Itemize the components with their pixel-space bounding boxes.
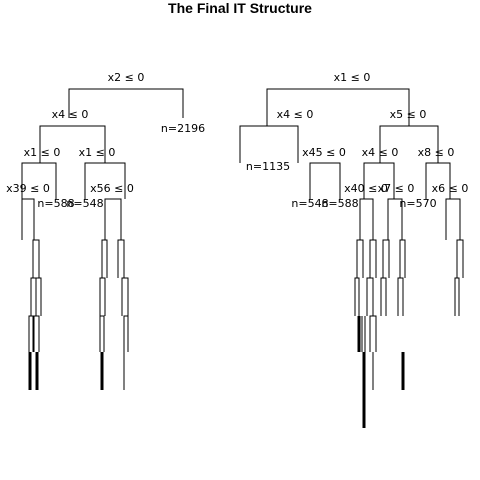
- left-deep-a3: [28, 315, 40, 352]
- right-leaf-n548: n=548: [291, 197, 328, 210]
- right-leaf-n570: n=570: [399, 197, 436, 210]
- left-x1b-branch: [84, 162, 126, 199]
- left-tree: [21, 88, 184, 390]
- right-thick-leaves: [357, 316, 405, 428]
- right-split-x1: x1 ≤ 0: [334, 71, 371, 84]
- right-split-x4b: x4 ≤ 0: [362, 146, 399, 159]
- left-split-x1b: x1 ≤ 0: [79, 146, 116, 159]
- right-x6-branch: [445, 198, 461, 240]
- left-split-x39: x39 ≤ 0: [6, 182, 50, 195]
- left-split-x4: x4 ≤ 0: [52, 108, 89, 121]
- left-deep-a1: [32, 239, 40, 278]
- right-x7-branch: [387, 198, 403, 240]
- right-x5-branch: [379, 125, 439, 163]
- left-deep-b3: [99, 315, 105, 352]
- left-leaf-n2196: n=2196: [161, 122, 205, 135]
- left-leaf-n588: n=588: [37, 197, 74, 210]
- left-split-x1a: x1 ≤ 0: [24, 146, 61, 159]
- left-root-branch: [68, 88, 184, 118]
- right-split-x6: x6 ≤ 0: [432, 182, 469, 195]
- right-split-x4: x4 ≤ 0: [277, 108, 314, 121]
- left-x1a-branch: [21, 162, 57, 199]
- diagram-title: The Final IT Structure: [168, 0, 312, 16]
- left-leaf-n548: n=548: [66, 197, 103, 210]
- left-split-x2: x2 ≤ 0: [108, 71, 145, 84]
- right-deep-c: [380, 239, 390, 316]
- left-thick-leaves: [28, 352, 104, 390]
- right-deep-e: [454, 239, 464, 316]
- right-tree: [239, 88, 464, 390]
- right-split-x8: x8 ≤ 0: [418, 146, 455, 159]
- right-leaf-n1135: n=1135: [246, 160, 290, 173]
- left-deep-b1: [101, 239, 108, 278]
- right-split-x40: x40 ≤ 0: [344, 182, 388, 195]
- right-labels: x1 ≤ 0 x4 ≤ 0 x5 ≤ 0 x45 ≤ 0 x4 ≤ 0 x8 ≤…: [246, 71, 468, 210]
- right-deep-b: [366, 239, 377, 352]
- right-deep-a: [354, 239, 364, 316]
- right-x45-branch: [309, 162, 341, 199]
- left-x39-branch: [21, 198, 35, 240]
- right-root-branch: [266, 88, 410, 126]
- left-deep-b4: [117, 239, 129, 352]
- left-split-x56: x56 ≤ 0: [90, 182, 134, 195]
- right-leaf-n588: n=588: [321, 197, 358, 210]
- left-x56-branch: [104, 198, 122, 240]
- left-deep-a2: [30, 277, 42, 316]
- right-split-x7: x7 ≤ 0: [378, 182, 415, 195]
- left-deep-b2: [99, 277, 106, 316]
- right-x4-branch: [239, 125, 299, 163]
- left-labels: x2 ≤ 0 x4 ≤ 0 x1 ≤ 0 x1 ≤ 0 x39 ≤ 0 x56 …: [6, 71, 205, 210]
- right-x40-branch: [359, 198, 374, 240]
- right-x4b-branch: [363, 162, 395, 199]
- left-x4-branch: [39, 125, 106, 163]
- right-x8-branch: [425, 162, 451, 199]
- right-split-x45: x45 ≤ 0: [302, 146, 346, 159]
- right-deep-d: [397, 239, 406, 316]
- right-split-x5: x5 ≤ 0: [390, 108, 427, 121]
